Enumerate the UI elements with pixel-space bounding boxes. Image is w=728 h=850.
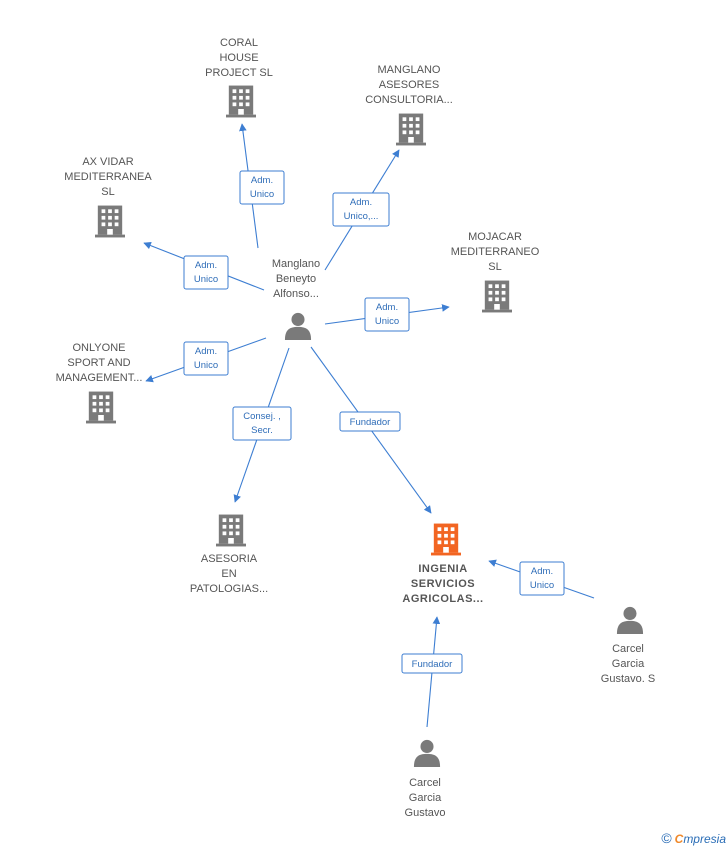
node-manglanoA[interactable]: MANGLANO ASESORES CONSULTORIA... bbox=[365, 64, 453, 146]
edge-label-text: Adm. bbox=[251, 175, 273, 186]
footer-brand: ©Cmpresia bbox=[661, 830, 726, 846]
node-label[interactable]: CONSULTORIA... bbox=[365, 94, 453, 106]
edge-label-box[interactable] bbox=[232, 406, 292, 441]
edge-label-text: Unico bbox=[194, 360, 218, 371]
edge-label-box[interactable] bbox=[239, 170, 285, 205]
node-label[interactable]: SL bbox=[488, 261, 501, 273]
person-icon[interactable] bbox=[284, 312, 312, 340]
edge-label-text: Fundador bbox=[412, 659, 453, 670]
building-icon[interactable] bbox=[95, 205, 125, 238]
node-label[interactable]: Carcel bbox=[409, 777, 441, 789]
edge-label-box[interactable] bbox=[401, 653, 463, 674]
node-label[interactable]: SPORT AND bbox=[67, 357, 130, 369]
node-label[interactable]: Gustavo bbox=[405, 807, 446, 819]
edge-label-box[interactable] bbox=[519, 561, 565, 596]
edge-label-box[interactable] bbox=[183, 255, 229, 290]
node-ingenia[interactable]: INGENIA SERVICIOS AGRICOLAS... bbox=[402, 523, 483, 605]
node-label[interactable]: PATOLOGIAS... bbox=[190, 583, 268, 595]
node-label[interactable]: EN bbox=[221, 568, 236, 580]
building-icon[interactable] bbox=[482, 280, 512, 313]
edge-label-text: Secr. bbox=[251, 425, 273, 436]
edge-label-text: Unico bbox=[194, 274, 218, 285]
brand-name: mpresia bbox=[683, 832, 726, 846]
node-onlyone[interactable]: ONLYONE SPORT AND MANAGEMENT... bbox=[56, 342, 143, 424]
edge-label-text: Fundador bbox=[350, 417, 391, 428]
node-label[interactable]: PROJECT SL bbox=[205, 67, 273, 79]
node-label[interactable]: Beneyto bbox=[276, 273, 316, 285]
edge-label-box[interactable] bbox=[332, 192, 390, 227]
node-label[interactable]: MEDITERRANEO bbox=[451, 246, 540, 258]
building-icon[interactable] bbox=[431, 523, 461, 556]
node-label[interactable]: MANGLANO bbox=[378, 64, 441, 76]
node-label[interactable]: Carcel bbox=[612, 643, 644, 655]
node-label[interactable]: MOJACAR bbox=[468, 231, 522, 243]
building-icon[interactable] bbox=[216, 514, 246, 547]
node-label[interactable]: HOUSE bbox=[219, 52, 258, 64]
edge-label-text: Unico,... bbox=[344, 211, 379, 222]
node-coral[interactable]: CORAL HOUSE PROJECT SL bbox=[205, 37, 273, 118]
edge-label-text: Adm. bbox=[350, 197, 372, 208]
edge-manglanoP-mojacar: Adm. Unico bbox=[324, 297, 450, 332]
edge-manglanoP-ingenia: Fundador bbox=[310, 346, 432, 514]
building-icon[interactable] bbox=[86, 391, 116, 424]
node-label[interactable]: AGRICOLAS... bbox=[402, 593, 483, 605]
node-label[interactable]: SL bbox=[101, 186, 114, 198]
copyright-icon: © bbox=[661, 830, 672, 846]
edge-manglanoP-axvidar: Adm. Unico bbox=[143, 241, 265, 291]
node-manglanoP[interactable]: ManglanoBeneytoAlfonso... bbox=[272, 258, 320, 340]
node-label[interactable]: ASESORIA bbox=[201, 553, 258, 565]
edge-carcelS-ingenia: Adm. Unico bbox=[488, 559, 595, 599]
edge-label-text: Adm. bbox=[376, 302, 398, 313]
node-label[interactable]: INGENIA bbox=[418, 563, 467, 575]
person-icon[interactable] bbox=[413, 739, 441, 767]
node-label[interactable]: ASESORES bbox=[379, 79, 440, 91]
edge-label-text: Unico bbox=[375, 316, 399, 327]
edge-label-text: Adm. bbox=[195, 260, 217, 271]
building-icon[interactable] bbox=[396, 113, 426, 146]
edge-label-text: Adm. bbox=[531, 566, 553, 577]
edge-label-text: Unico bbox=[250, 189, 274, 200]
node-label[interactable]: AX VIDAR bbox=[82, 156, 133, 168]
building-icon[interactable] bbox=[226, 85, 256, 118]
node-label[interactable]: Garcia bbox=[409, 792, 442, 804]
node-label[interactable]: ONLYONE bbox=[73, 342, 126, 354]
node-label[interactable]: Manglano bbox=[272, 258, 320, 270]
node-label[interactable]: Alfonso... bbox=[273, 288, 319, 300]
edge-label-text: Adm. bbox=[195, 346, 217, 357]
edge-label-text: Consej. , bbox=[243, 411, 281, 422]
edge-manglanoP-asesoria: Consej. , Secr. bbox=[232, 347, 292, 503]
person-icon[interactable] bbox=[616, 606, 644, 634]
node-label[interactable]: SERVICIOS bbox=[411, 578, 475, 590]
node-asesoria[interactable]: ASESORIA EN PATOLOGIAS... bbox=[190, 514, 268, 595]
node-label[interactable]: MEDITERRANEA bbox=[64, 171, 152, 183]
edge-label-text: Unico bbox=[530, 580, 554, 591]
node-mojacar[interactable]: MOJACAR MEDITERRANEO SL bbox=[451, 231, 540, 313]
node-axvidar[interactable]: AX VIDAR MEDITERRANEA SL bbox=[64, 156, 152, 238]
node-label[interactable]: Gustavo. S bbox=[601, 673, 655, 685]
edge-label-box[interactable] bbox=[183, 341, 229, 376]
node-label[interactable]: Garcia bbox=[612, 658, 645, 670]
brand-initial: C bbox=[674, 832, 684, 846]
edge-label-box[interactable] bbox=[364, 297, 410, 332]
edge-carcel-ingenia: Fundador bbox=[401, 616, 463, 728]
edge-manglanoP-onlyone: Adm. Unico bbox=[145, 337, 267, 383]
edge-label-box[interactable] bbox=[339, 411, 401, 432]
edge-manglanoP-coral: Adm. Unico bbox=[239, 123, 285, 249]
node-label[interactable]: CORAL bbox=[220, 37, 258, 49]
edge-manglanoP-manglanoA: Adm. Unico,... bbox=[324, 149, 400, 271]
node-label[interactable]: MANAGEMENT... bbox=[56, 372, 143, 384]
